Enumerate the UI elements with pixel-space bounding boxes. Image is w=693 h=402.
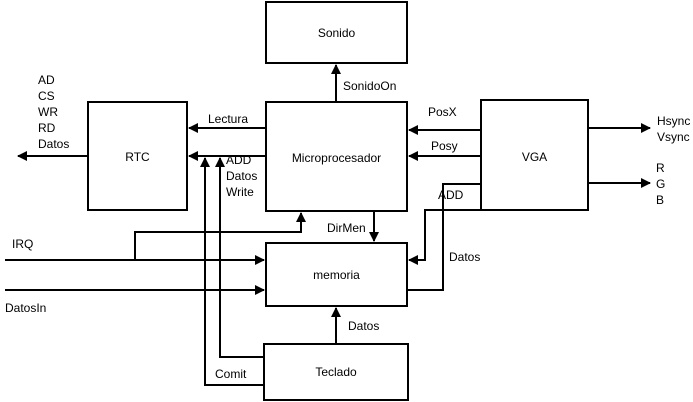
block-rtc: RTC: [87, 101, 188, 211]
label-vsync: Vsync: [657, 130, 690, 144]
label-b: B: [656, 193, 664, 207]
label-hsync: Hsync: [657, 114, 690, 128]
label-datos-in: DatosIn: [5, 301, 46, 315]
label-teclado-datos: Datos: [348, 319, 379, 333]
block-teclado: Teclado: [263, 343, 409, 401]
block-memoria: memoria: [265, 242, 408, 307]
label-rtc-out-ad: AD: [38, 73, 55, 87]
wire-mem-datos: [407, 183, 481, 291]
block-sonido-label: Sonido: [318, 26, 356, 40]
label-rtc-out-rd: RD: [38, 121, 56, 135]
label-vga-add: ADD: [438, 188, 464, 202]
label-posx: PosX: [428, 105, 457, 119]
label-rtc-in: ADD Datos Write: [226, 153, 257, 199]
label-sonido-on: SonidoOn: [343, 79, 396, 93]
label-rtc-out-cs: CS: [38, 89, 55, 103]
label-r: R: [656, 161, 665, 175]
block-microprocesador: Microprocesador: [265, 101, 408, 212]
label-comit: Comit: [215, 367, 247, 381]
block-vga-label: VGA: [522, 150, 547, 164]
wire-vga-add: [408, 209, 481, 265]
block-memoria-label: memoria: [313, 268, 360, 282]
label-rtc-out: AD CS WR RD Datos: [38, 73, 69, 151]
label-rtc-in-add: ADD: [226, 153, 252, 167]
label-lectura: Lectura: [208, 112, 248, 126]
block-rtc-label: RTC: [125, 150, 150, 164]
block-sonido: Sonido: [265, 1, 408, 64]
wire-irq-micro: [134, 212, 306, 260]
label-vga-rgb: R G B: [656, 161, 665, 207]
label-rtc-in-write: Write: [226, 185, 254, 199]
block-teclado-label: Teclado: [315, 365, 357, 379]
block-vga: VGA: [480, 99, 589, 211]
wire-teclado-comit: [200, 157, 264, 386]
label-vga-sync: Hsync Vsync: [657, 114, 690, 144]
label-rtc-out-wr: WR: [38, 105, 58, 119]
label-dirmen: DirMen: [327, 221, 366, 235]
label-irq: IRQ: [12, 237, 33, 251]
label-rtc-out-datos: Datos: [38, 137, 69, 151]
block-microprocesador-label: Microprocesador: [292, 151, 381, 165]
label-mem-datos: Datos: [449, 250, 480, 264]
label-rtc-in-datos: Datos: [226, 169, 257, 183]
label-g: G: [656, 177, 665, 191]
label-posy: Posy: [431, 139, 458, 153]
wire-teclado-comit-inner: [215, 157, 264, 358]
